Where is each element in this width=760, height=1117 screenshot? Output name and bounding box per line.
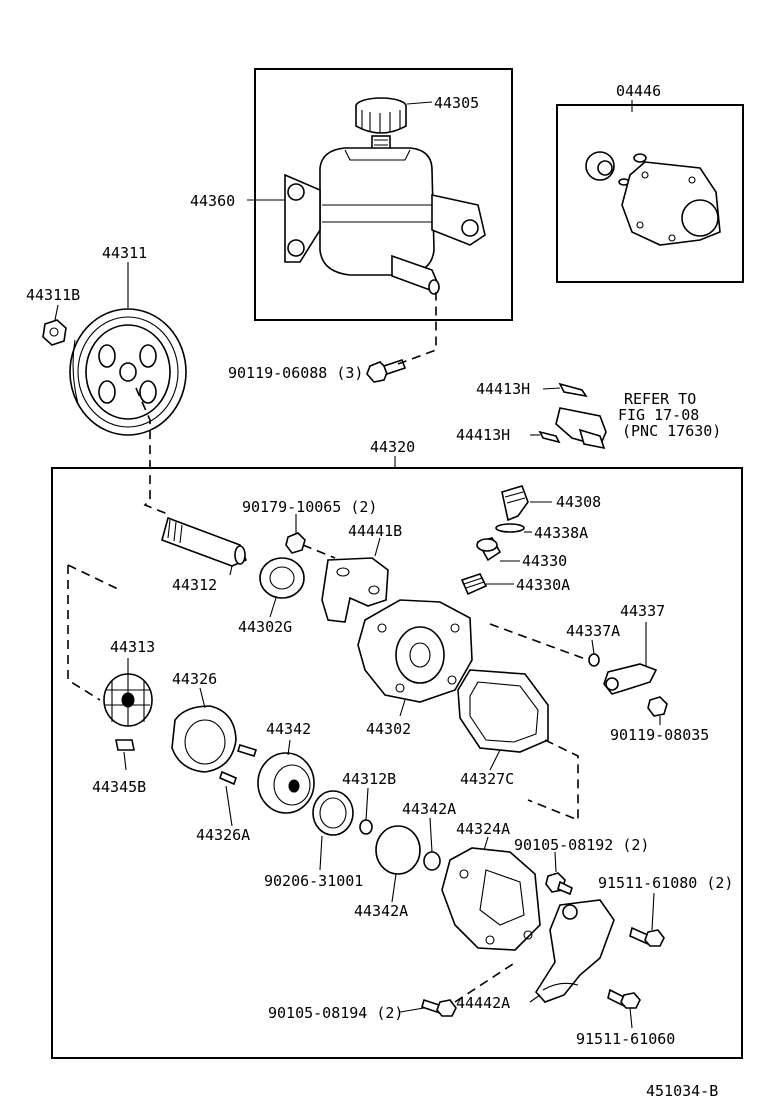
label-91511-61080: 91511-61080 (2) (598, 874, 733, 892)
label-44337: 44337 (620, 602, 665, 620)
side-plate[interactable] (257, 752, 315, 814)
rotor[interactable] (103, 673, 153, 727)
refer-line-2: FIG 17-08 (618, 406, 699, 424)
valve-piston[interactable] (476, 537, 502, 562)
lower-bracket[interactable] (534, 899, 615, 1003)
label-44337A: 44337A (566, 622, 620, 640)
label-44312: 44312 (172, 576, 217, 594)
oil-seal[interactable] (259, 557, 305, 599)
flow-control-valve[interactable] (501, 485, 529, 522)
gasket-kit-frame (556, 104, 744, 283)
cam-ring[interactable] (171, 705, 237, 773)
label-90105-08194: 90105-08194 (2) (268, 1004, 403, 1022)
label-90119-06088: 90119-06088 (3) (228, 364, 363, 382)
label-44311: 44311 (102, 244, 147, 262)
label-44312B: 44312B (342, 770, 396, 788)
refer-line-3: (PNC 17630) (622, 422, 721, 440)
bracket-bolt-upper[interactable] (629, 926, 665, 947)
label-44342: 44342 (266, 720, 311, 738)
body-gasket[interactable] (457, 669, 549, 753)
rotor-guide-line (67, 564, 121, 701)
gasket-kit[interactable] (585, 151, 721, 246)
pump-assembly-frame (51, 467, 743, 1059)
sensor-o-ring[interactable] (588, 653, 600, 667)
cover-guide-line (454, 961, 517, 1003)
label-90179-10065: 90179-10065 (2) (242, 498, 377, 516)
label-44302G: 44302G (238, 618, 292, 636)
label-44326A: 44326A (196, 826, 250, 844)
valve-spring[interactable] (460, 573, 488, 596)
label-44305: 44305 (434, 94, 479, 112)
o-ring[interactable] (495, 523, 525, 533)
large-o-ring[interactable] (375, 825, 421, 875)
label-90119-08035: 90119-08035 (610, 726, 709, 744)
label-44308: 44308 (556, 493, 601, 511)
retaining-ring[interactable] (312, 790, 354, 836)
label-44338A: 44338A (534, 524, 588, 542)
rear-cover[interactable] (441, 847, 541, 951)
label-44413H-upper: 44413H (476, 380, 530, 398)
label-44311B: 44311B (26, 286, 80, 304)
label-44345B: 44345B (92, 778, 146, 796)
pressure-switch[interactable] (555, 407, 607, 450)
cover-bolt-lower[interactable] (421, 998, 457, 1017)
hose-clip-lower[interactable] (538, 430, 561, 444)
label-44342A-lower: 44342A (354, 902, 408, 920)
diagram-id: 451034-B (646, 1082, 718, 1100)
label-44413H-lower: 44413H (456, 426, 510, 444)
sensor-bolt[interactable] (647, 696, 668, 717)
pump-body[interactable] (357, 599, 473, 703)
label-44441B: 44441B (348, 522, 402, 540)
label-91511-61060: 91511-61060 (576, 1030, 675, 1048)
reservoir-cap[interactable] (355, 97, 407, 151)
label-44320: 44320 (370, 438, 415, 456)
label-44342A-upper: 44342A (402, 800, 456, 818)
bolt-to-reservoir-line (397, 292, 437, 365)
shaft-to-pulley-line (135, 387, 171, 516)
label-44302: 44302 (366, 720, 411, 738)
small-o-ring[interactable] (423, 851, 441, 871)
hose-clip-upper[interactable] (558, 382, 588, 398)
pulley-nut[interactable] (42, 319, 67, 346)
label-44327C: 44327C (460, 770, 514, 788)
label-04446: 04446 (616, 82, 661, 100)
reservoir-tank[interactable] (284, 147, 486, 295)
snap-ring[interactable] (359, 819, 373, 835)
bracket-bolt-lower[interactable] (607, 988, 641, 1009)
gasket-guide-line (489, 623, 589, 822)
label-44326: 44326 (172, 670, 217, 688)
pulley[interactable] (69, 308, 187, 436)
label-44324A: 44324A (456, 820, 510, 838)
label-44313: 44313 (110, 638, 155, 656)
upper-bracket[interactable] (321, 557, 389, 623)
bracket-nut[interactable] (285, 532, 306, 554)
pressure-sensor[interactable] (603, 663, 658, 695)
label-44360: 44360 (190, 192, 235, 210)
shaft-key[interactable] (115, 739, 135, 751)
vanes[interactable] (219, 744, 258, 786)
reservoir-bolt[interactable] (366, 358, 407, 383)
label-44442A: 44442A (456, 994, 510, 1012)
refer-line-1: REFER TO (624, 390, 696, 408)
pump-shaft[interactable] (161, 516, 248, 567)
label-44330A: 44330A (516, 576, 570, 594)
label-90206-31001: 90206-31001 (264, 872, 363, 890)
nut-to-bracket-line (302, 544, 336, 559)
label-90105-08192: 90105-08192 (2) (514, 836, 649, 854)
label-44330: 44330 (522, 552, 567, 570)
cover-bolt[interactable] (545, 872, 573, 896)
reservoir-frame (254, 68, 513, 321)
